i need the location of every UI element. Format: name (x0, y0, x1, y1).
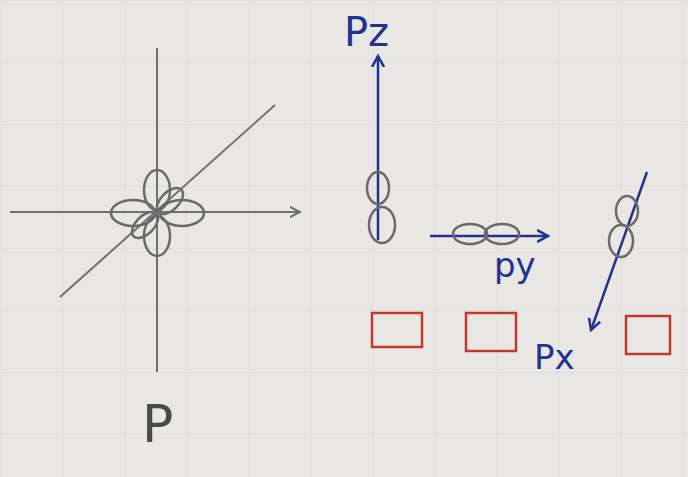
orbital-label: P (142, 398, 173, 450)
px-orbital (591, 172, 647, 330)
pz-orbital (367, 56, 395, 243)
orbital-label: py (494, 248, 536, 282)
axes (10, 48, 300, 372)
p-orbital-lobes (111, 170, 204, 256)
orbital-label: Px (534, 340, 575, 374)
orbital-boxes (372, 313, 670, 354)
orbital-label: Pz (344, 12, 389, 52)
py-orbital (430, 224, 548, 244)
